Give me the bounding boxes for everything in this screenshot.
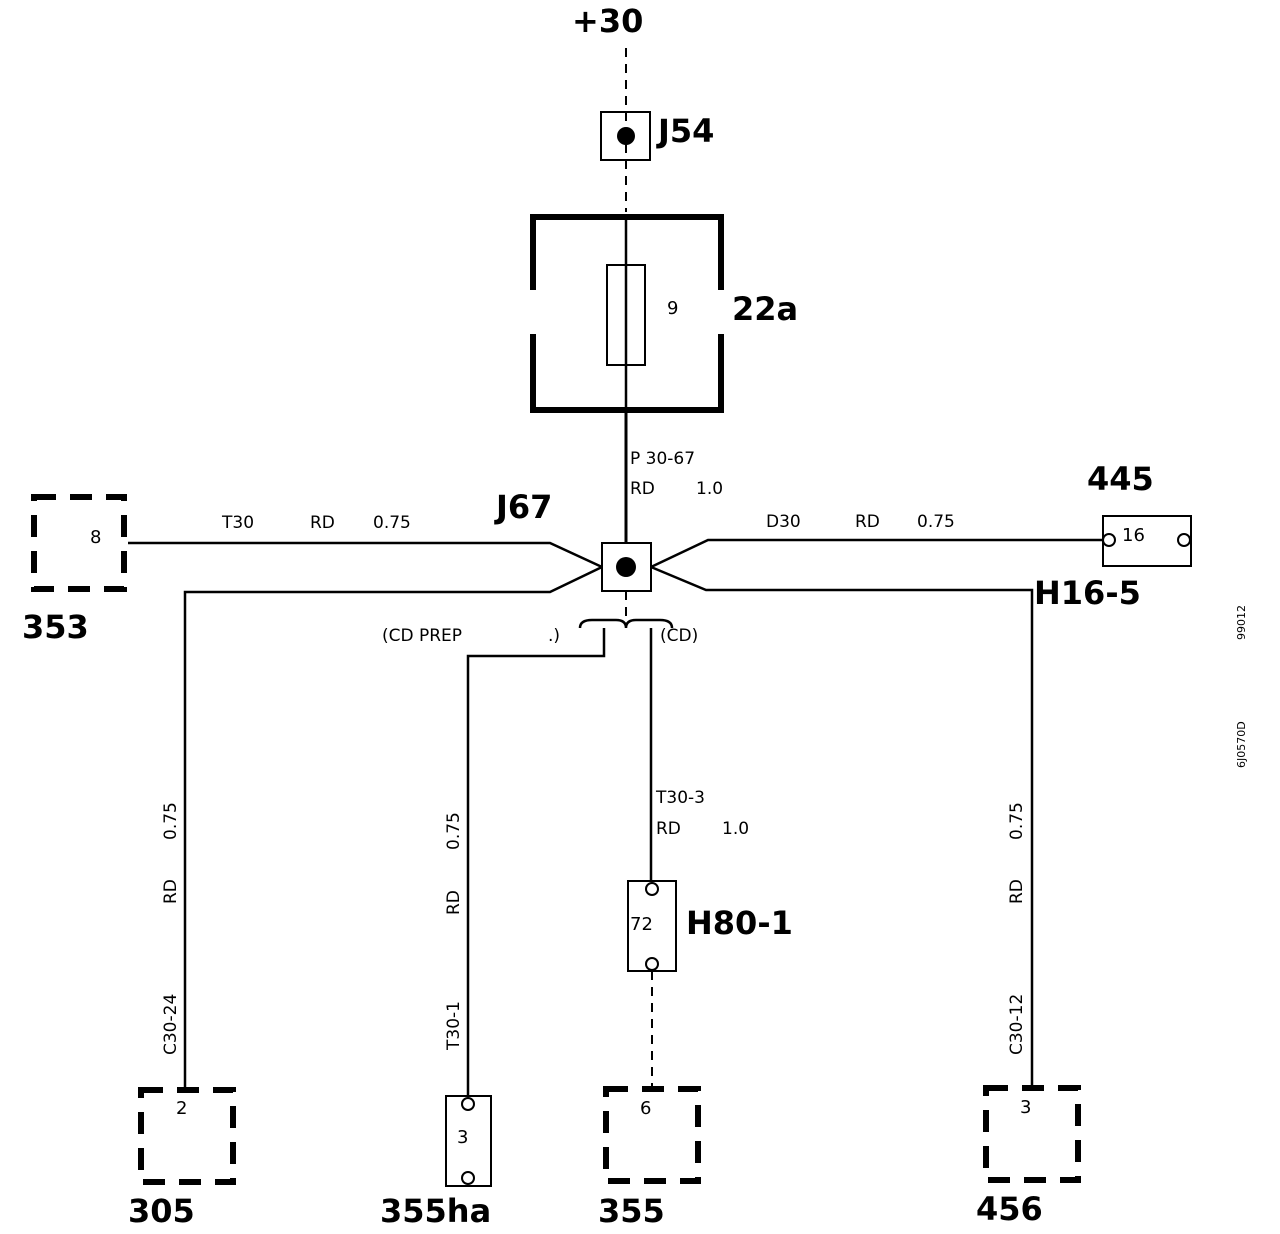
wire-t30-3-size: 1.0	[722, 819, 749, 839]
junction-j67-dot	[616, 557, 636, 577]
component-353-box	[31, 494, 127, 592]
side-code-2: 6J0570D	[1235, 721, 1248, 768]
connector-h80-1-box	[627, 880, 677, 972]
wire-d30-code: D30	[766, 512, 801, 532]
junction-j54-label: J54	[656, 112, 714, 150]
component-456-label: 456	[976, 1190, 1043, 1228]
connector-h80-1-terminal-bottom	[645, 957, 659, 971]
junction-j67-label: J67	[494, 488, 552, 526]
component-456-pin: 3	[1020, 1097, 1031, 1118]
wire-c30-24-color: RD	[161, 879, 181, 904]
junction-j54-dot	[617, 127, 635, 145]
component-355-box	[603, 1086, 701, 1184]
wire-c30-12-code: C30-12	[1007, 994, 1027, 1055]
wire-c30-12-size: 0.75	[1007, 802, 1027, 840]
wire-t30	[128, 541, 603, 569]
fuse-number: 9	[667, 298, 678, 319]
variant-brace	[578, 618, 674, 629]
wire-t30-3-color: RD	[656, 819, 681, 839]
component-445-label: 445	[1087, 460, 1154, 498]
wire-t30-3-code: T30-3	[655, 788, 705, 808]
wire-d30	[650, 538, 1105, 569]
component-355ha-label: 355ha	[380, 1192, 491, 1230]
component-355-pin: 6	[640, 1098, 651, 1119]
variant-cd-prep-end: .)	[548, 626, 560, 646]
connector-h80-1-pin: 72	[630, 914, 653, 935]
component-355-label: 355	[598, 1192, 665, 1230]
side-code-1: 99012	[1235, 605, 1248, 640]
wire-p30-67-size: 1.0	[696, 479, 723, 499]
fuse-box-gap-right	[714, 290, 728, 334]
wire-c30-12-color: RD	[1007, 879, 1027, 904]
component-445-pin: 16	[1122, 525, 1145, 546]
wire-c30-24	[183, 565, 603, 1088]
component-355ha-terminal-top	[461, 1097, 475, 1111]
wire-t30-1-color: RD	[444, 890, 464, 915]
component-355ha-pin: 3	[457, 1127, 468, 1148]
fuse-box-gap-left	[526, 290, 540, 334]
component-445-terminal-right	[1177, 533, 1191, 547]
component-355ha-box	[445, 1095, 492, 1187]
connector-h80-1-label: H80-1	[686, 904, 793, 942]
wire-t30-color: RD	[310, 513, 335, 533]
variant-cd: (CD)	[660, 626, 698, 646]
connector-h80-1-terminal-top	[645, 882, 659, 896]
wire-c30-12	[650, 565, 1034, 1086]
fuse-id-label: 22a	[732, 290, 798, 328]
wire-t30-1	[466, 628, 606, 1100]
wire-p30-67-color: RD	[630, 479, 655, 499]
component-353-pin: 8	[90, 527, 101, 548]
component-355ha-terminal-bottom	[461, 1171, 475, 1185]
connector-h16-5-label: H16-5	[1034, 574, 1141, 612]
component-305-pin: 2	[176, 1098, 187, 1119]
variant-cd-prep: (CD PREP	[382, 626, 462, 646]
wire-c30-24-size: 0.75	[161, 802, 181, 840]
wire-t30-code: T30	[221, 513, 254, 533]
wire-c30-24-code: C30-24	[161, 994, 181, 1055]
component-445-box	[1102, 515, 1192, 567]
wire-t30-1-size: 0.75	[444, 812, 464, 850]
wire-t30-size: 0.75	[373, 513, 411, 533]
wire-p30-67-code: P 30-67	[630, 449, 695, 469]
supply-label: +30	[572, 2, 643, 40]
component-353-label: 353	[22, 608, 89, 646]
component-305-box	[138, 1087, 236, 1185]
wire-t30-1-code: T30-1	[444, 1001, 464, 1051]
wire-d30-size: 0.75	[917, 512, 955, 532]
component-445-terminal-left	[1102, 533, 1116, 547]
component-456-box	[983, 1085, 1081, 1183]
component-305-label: 305	[128, 1192, 195, 1230]
wire-d30-color: RD	[855, 512, 880, 532]
